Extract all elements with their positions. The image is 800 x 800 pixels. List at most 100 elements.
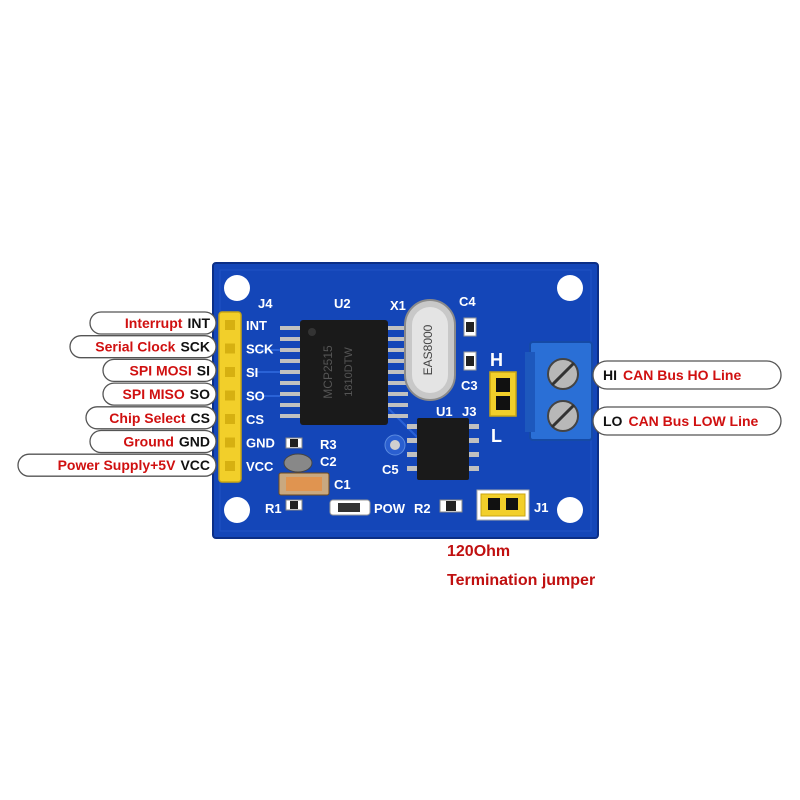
header-pin (225, 320, 235, 330)
callout-desc: Serial Clock (95, 339, 175, 355)
silk-r3: R3 (320, 437, 337, 452)
silk-pin-vcc: VCC (246, 459, 274, 474)
silk-j4: J4 (258, 296, 273, 311)
callout-pill (89, 311, 217, 335)
mounting-hole (224, 497, 250, 523)
callout-desc: CAN Bus LOW Line (628, 413, 758, 429)
chip-pin (280, 381, 302, 385)
callout-pin: INT (187, 315, 210, 331)
silk-c2: C2 (320, 454, 337, 469)
callout-desc: Ground (123, 434, 174, 450)
mounting-hole (224, 275, 250, 301)
silk-pow: POW (374, 501, 406, 516)
silk-j1: J1 (534, 500, 548, 515)
jumper-j3 (489, 371, 517, 417)
chip-pin (280, 403, 302, 407)
chip-pin (386, 414, 408, 418)
silk-u1: U1 (436, 404, 453, 419)
crystal-text: EAS8000 (421, 324, 435, 375)
callout-pin: SCK (180, 339, 210, 355)
callout-pin: CS (191, 410, 210, 426)
chip-pin (386, 326, 408, 330)
chip-pin (467, 452, 479, 457)
callout-desc: Chip Select (109, 410, 186, 426)
chip-pin (280, 326, 302, 330)
callout-cs: Chip Select CS (85, 406, 217, 430)
chip-pin (280, 392, 302, 396)
callout-pill (89, 429, 217, 454)
callout-pin: GND (179, 434, 210, 450)
chip-pin (280, 337, 302, 341)
chip-pin (280, 359, 302, 363)
callout-desc: Power Supply+5V (58, 457, 177, 473)
chip-pin (407, 424, 419, 429)
silk-j3: J3 (462, 404, 476, 419)
callout-pin: SI (197, 362, 210, 378)
chip-pin (467, 424, 479, 429)
chip-pin (280, 348, 302, 352)
mounting-hole (557, 497, 583, 523)
callout-pin: SO (190, 386, 210, 402)
chip-pin (407, 452, 419, 457)
silk-r1: R1 (265, 501, 282, 516)
header-pin (225, 461, 235, 471)
callout-code: HI (603, 367, 617, 383)
callout-so: SPI MISO SO (102, 382, 217, 406)
silk-pin-cs: CS (246, 412, 264, 427)
chip-pin (386, 370, 408, 374)
mounting-hole (557, 275, 583, 301)
silk-pin-si: SI (246, 365, 258, 380)
callout-code: LO (603, 413, 623, 429)
caption-line2: Termination jumper (447, 572, 595, 589)
silk-h: H (490, 350, 503, 370)
callout-pill (69, 335, 217, 359)
chip-pin (386, 381, 408, 385)
silk-c5: C5 (382, 462, 399, 477)
header-pin (225, 343, 235, 354)
silk-c3: C3 (461, 378, 478, 393)
callout-pin: VCC (180, 457, 210, 473)
screw-terminal (525, 341, 593, 441)
chip-pin (280, 414, 302, 418)
chip-u2-mcp2515: MCP2515 1810DTW (280, 320, 408, 425)
callout-desc: Interrupt (125, 315, 183, 331)
silk-c4: C4 (459, 294, 476, 309)
callout-pill (102, 382, 217, 406)
header-pin (225, 437, 235, 448)
silk-u2: U2 (334, 296, 351, 311)
u2-chip-code: 1810DTW (343, 347, 355, 397)
chip-pin (280, 370, 302, 374)
callout-lo: LO CAN Bus LOW Line (592, 406, 782, 436)
silk-x1: X1 (390, 298, 406, 313)
header-pin (225, 367, 235, 377)
callout-pill (592, 360, 782, 390)
chip-pin (386, 359, 408, 363)
caption-line1: 120Ohm (447, 543, 510, 560)
silk-pin-gnd: GND (246, 436, 275, 451)
callout-desc: SPI MOSI (130, 362, 192, 378)
silk-pin-sck: SCK (246, 342, 274, 357)
callout-pill (102, 358, 217, 383)
callout-desc: SPI MISO (123, 386, 185, 402)
chip-pin (386, 403, 408, 407)
chip-pin (386, 348, 408, 352)
u2-chip-text: MCP2515 (321, 345, 335, 399)
callout-gnd: Ground GND (89, 429, 217, 454)
chip-pin (386, 337, 408, 341)
chip-pin (407, 466, 419, 471)
callout-pill (85, 406, 217, 430)
crystal-x1: EAS8000 (404, 299, 456, 401)
chip-pin (467, 466, 479, 471)
